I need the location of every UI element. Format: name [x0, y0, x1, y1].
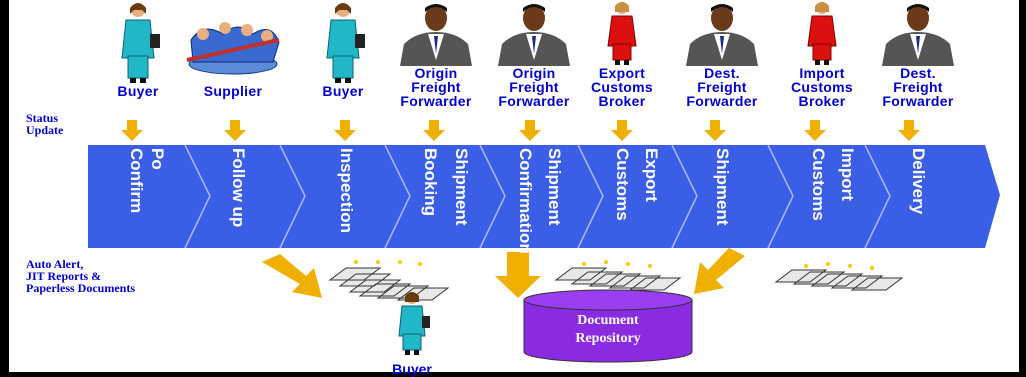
- step-line: Confirm: [127, 148, 146, 214]
- actor-dest-freight-forwarder: Dest. Freight Forwarder: [672, 0, 772, 108]
- step-line: Import: [838, 148, 857, 201]
- step-shipment: Shipment: [712, 148, 733, 240]
- businessman-icon: [686, 4, 758, 66]
- step-export-customs: Export Customs: [612, 148, 662, 240]
- step-po-confirm: Po Confirm: [126, 148, 168, 240]
- step-line: Confirmation: [516, 148, 535, 254]
- repository-label: Document Repository: [575, 313, 641, 346]
- actor-dest-freight-forwarder-2: Dest. Freight Forwarder: [868, 0, 968, 108]
- step-line: Shipment: [545, 148, 564, 226]
- document-repository-cylinder: [523, 289, 693, 363]
- actor-label: Dest. Freight Forwarder: [686, 65, 758, 109]
- step-follow-up: Follow up: [228, 148, 249, 240]
- step-shipment-confirmation: Shipment Confirmation: [515, 148, 565, 254]
- actor-supplier: Supplier: [183, 0, 283, 98]
- step-line: Inspection: [337, 148, 356, 234]
- auto-alert-label: Auto Alert, JIT Reports & Paperless Docu…: [26, 257, 135, 295]
- step-line: Delivery: [909, 148, 928, 215]
- actor-label: Dest. Freight Forwarder: [882, 65, 954, 109]
- workers-group-icon: [186, 22, 280, 75]
- flow-arrows: [262, 248, 745, 298]
- actor-label: Export Customs Broker: [591, 65, 653, 109]
- actor-import-customs-broker: Import Customs Broker: [772, 0, 872, 108]
- actor-label: Origin Freight Forwarder: [400, 65, 472, 109]
- actor-origin-freight-forwarder: Origin Freight Forwarder: [386, 0, 486, 108]
- actor-export-customs-broker: Export Customs Broker: [572, 0, 672, 108]
- actor-label: Buyer: [322, 83, 364, 99]
- document-stack-icon: [774, 262, 904, 291]
- businessman-icon: [498, 4, 570, 66]
- actor-label: Buyer: [117, 83, 159, 99]
- step-dividers: [184, 144, 891, 249]
- step-line: Shipment: [452, 148, 471, 226]
- actor-label: Origin Freight Forwarder: [498, 65, 570, 109]
- step-line: Customs: [809, 148, 828, 221]
- step-import-customs: Import Customs: [808, 148, 858, 240]
- actor-buyer-2: Buyer: [293, 0, 393, 98]
- woman-teal-icon: [398, 292, 430, 355]
- step-line: Export: [642, 148, 661, 202]
- actor-origin-freight-forwarder-2: Origin Freight Forwarder: [484, 0, 584, 108]
- businessman-icon: [882, 4, 954, 66]
- step-inspection: Inspection: [336, 148, 357, 240]
- businessman-icon: [400, 4, 472, 66]
- status-down-arrows: [121, 120, 920, 141]
- step-line: Po: [148, 148, 167, 170]
- step-delivery: Delivery: [908, 148, 929, 240]
- step-line: Shipment: [713, 148, 732, 226]
- step-line: Customs: [613, 148, 632, 221]
- step-line: Booking: [421, 148, 440, 216]
- document-stack-icon: [328, 260, 450, 301]
- woman-red-icon: [607, 2, 637, 65]
- step-line: Follow up: [229, 148, 248, 228]
- actor-buyer: Buyer: [88, 0, 188, 98]
- process-arrow: [88, 145, 1000, 248]
- status-update-label: Status Update: [26, 111, 64, 137]
- step-shipment-booking: Shipment Booking: [420, 148, 472, 240]
- bottom-buyer-label: Buyer: [392, 361, 432, 377]
- woman-red-icon: [807, 2, 837, 65]
- woman-teal-icon: [326, 3, 365, 83]
- actor-label: Import Customs Broker: [791, 65, 853, 109]
- woman-teal-icon: [121, 3, 160, 83]
- bottom-buyer: Buyer: [382, 290, 442, 377]
- document-stack-icon: [554, 260, 682, 291]
- actor-label: Supplier: [203, 83, 263, 99]
